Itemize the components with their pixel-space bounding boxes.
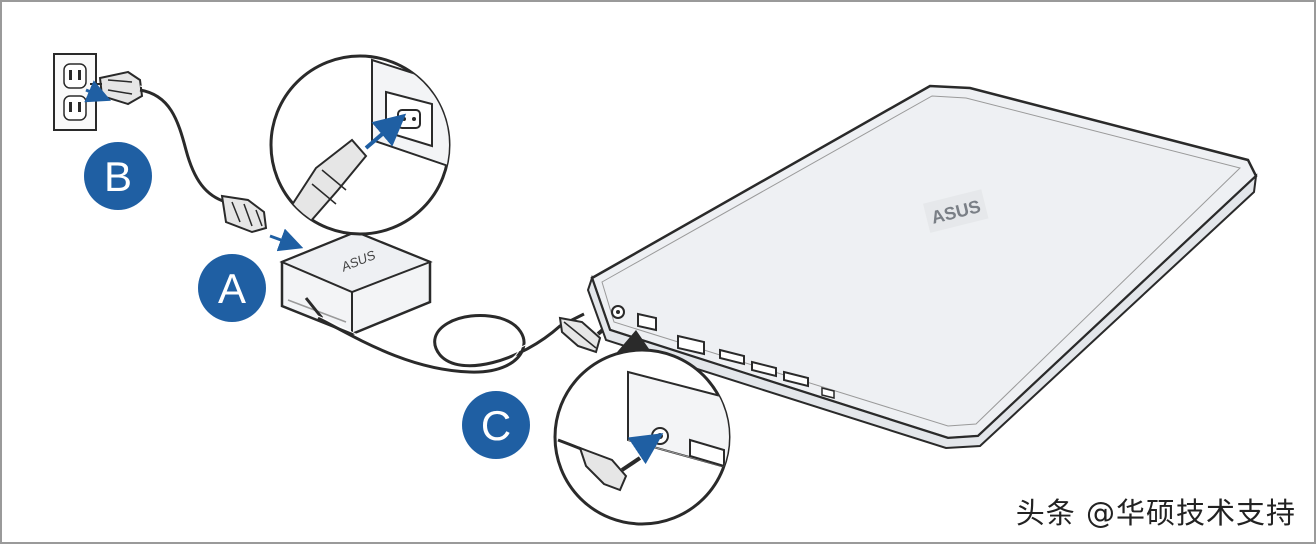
svg-text:C: C	[481, 402, 511, 449]
laptop	[586, 84, 1258, 450]
watermark-text: 头条 @华硕技术支持	[1015, 496, 1296, 530]
badge-b: B	[84, 142, 152, 210]
badge-a: A	[198, 254, 266, 322]
connector-arrow	[269, 228, 304, 252]
badge-c: C	[462, 391, 530, 459]
plug-arrow	[84, 80, 112, 103]
power-adapter	[279, 230, 433, 336]
zoom-callout-top	[269, 54, 451, 236]
zoom-callout-bottom	[553, 330, 731, 526]
dc-cable	[317, 312, 585, 374]
vga-port	[677, 334, 705, 356]
ac-cord	[139, 88, 227, 204]
usb-port-1	[751, 360, 777, 378]
lock-slot	[821, 387, 835, 399]
ac-connector	[220, 194, 268, 234]
wall-plug	[90, 70, 144, 106]
svg-text:A: A	[218, 265, 246, 312]
hdmi-port	[719, 348, 745, 366]
svg-text:B: B	[104, 153, 132, 200]
usb-port-2	[783, 370, 809, 388]
lan-port	[637, 312, 657, 332]
